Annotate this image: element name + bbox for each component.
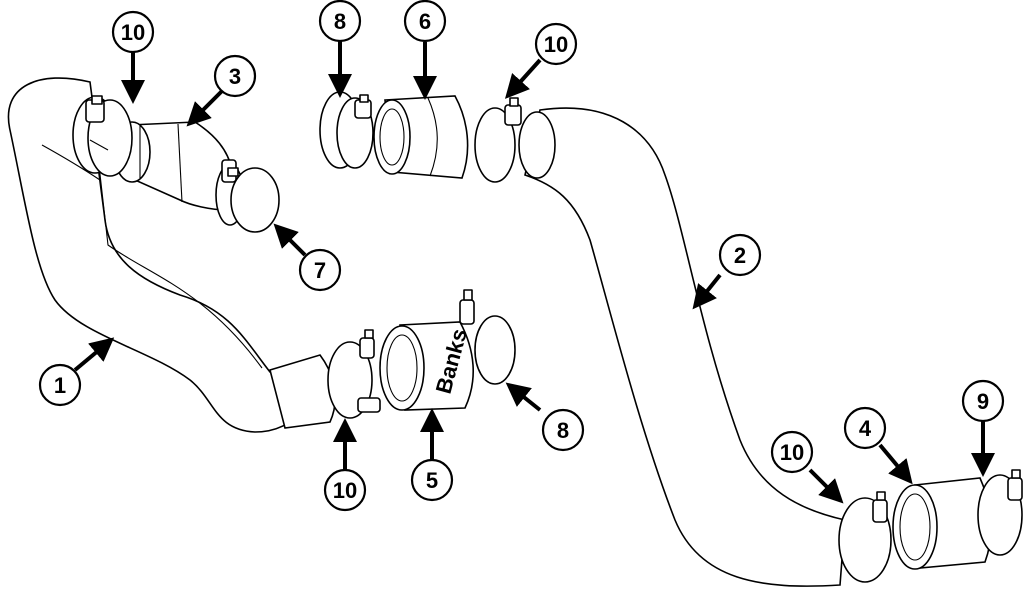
- callout-label: 1: [54, 373, 66, 398]
- coupler-5: Banks: [379, 321, 474, 411]
- clamp-10-bottom-right: [838, 491, 892, 583]
- clamp-10-top-left: [72, 95, 133, 177]
- callout-label: 10: [544, 32, 568, 57]
- callout-label: 3: [229, 64, 241, 89]
- callout-c6: 6: [403, 0, 447, 43]
- callout-c10a: 10: [111, 10, 155, 54]
- callout-c3: 3: [213, 54, 257, 98]
- callout-label: 10: [121, 20, 145, 45]
- clamp-9: [977, 469, 1023, 556]
- callout-c5: 5: [410, 458, 454, 502]
- clamp-8-bottom: [459, 289, 516, 385]
- callout-label: 10: [333, 478, 357, 503]
- tube-2: [518, 107, 846, 587]
- coupler-4: [892, 477, 992, 570]
- callout-c10d: 10: [770, 430, 814, 474]
- clamp-8-top: [319, 91, 374, 169]
- callout-label: 8: [334, 9, 346, 34]
- callout-c8b: 8: [541, 408, 585, 452]
- clamp-10-top-middle: [474, 97, 522, 183]
- callout-label: 2: [734, 243, 746, 268]
- callout-label: 8: [557, 418, 569, 443]
- clamp-10-bottom-middle: [327, 329, 381, 419]
- clamp-7: [215, 159, 280, 233]
- callout-label: 7: [314, 258, 326, 283]
- callout-label: 9: [977, 389, 989, 414]
- callout-c8a: 8: [318, 0, 362, 43]
- callout-c9: 9: [961, 379, 1005, 423]
- callout-c10c: 10: [323, 468, 367, 512]
- callout-c10b: 10: [534, 22, 578, 66]
- callout-c4: 4: [843, 406, 887, 450]
- callout-c2: 2: [718, 233, 762, 277]
- callout-label: 4: [859, 416, 872, 441]
- callout-arrows: [73, 40, 995, 504]
- callout-label: 10: [780, 440, 804, 465]
- callout-c1: 1: [38, 363, 82, 407]
- coupler-6: [373, 95, 469, 179]
- callout-label: 5: [426, 468, 438, 493]
- callout-label: 6: [419, 9, 431, 34]
- callout-c7: 7: [298, 248, 342, 292]
